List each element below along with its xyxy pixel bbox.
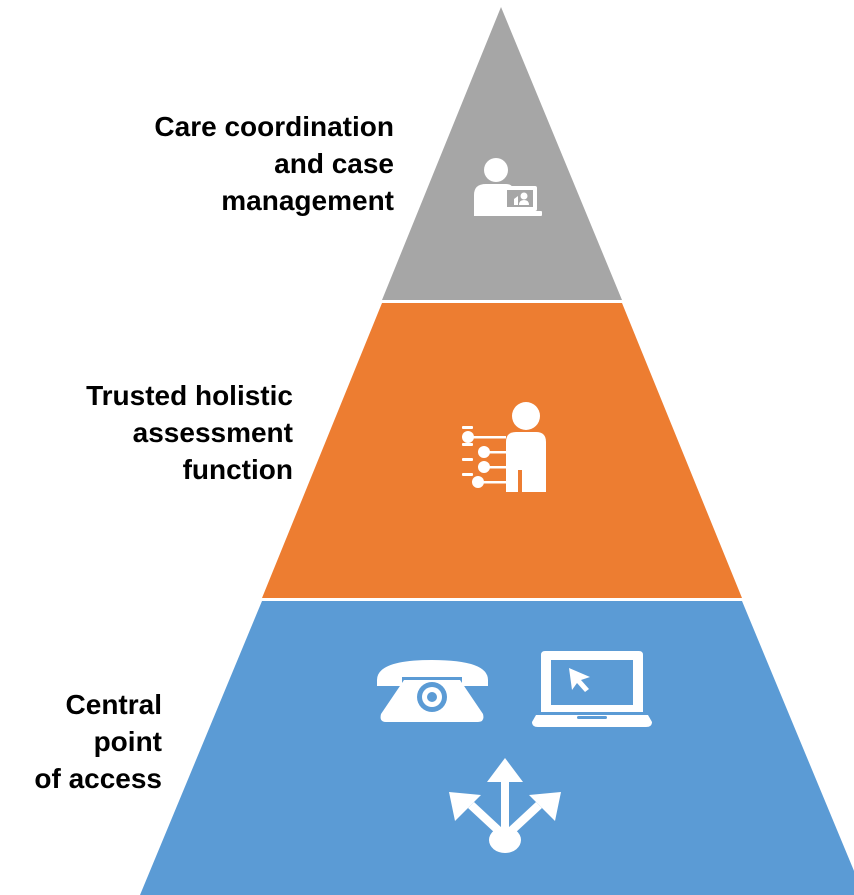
label-line: and case	[274, 148, 394, 179]
branching-arrows-icon	[449, 758, 561, 853]
label-care-coordination: Care coordination and case management	[154, 108, 394, 219]
tier-middle-shape	[262, 303, 742, 598]
telephone-icon	[377, 660, 488, 722]
label-line: Trusted holistic	[86, 380, 293, 411]
label-trusted-assessment: Trusted holistic assessment function	[86, 377, 293, 488]
tier-top-shape	[382, 7, 622, 300]
label-line: management	[221, 185, 394, 216]
label-line: of access	[34, 763, 162, 794]
label-line: assessment	[132, 417, 293, 448]
label-line: Central	[65, 689, 162, 720]
laptop-icon	[532, 651, 652, 727]
label-line: function	[182, 454, 293, 485]
label-central-access: Central point of access	[34, 686, 162, 797]
person-assessment-icon	[462, 402, 546, 492]
tier-bottom-shape	[140, 601, 854, 895]
label-line: Care coordination	[154, 111, 394, 142]
person-at-laptop-icon	[474, 158, 542, 216]
label-line: point	[93, 726, 162, 757]
